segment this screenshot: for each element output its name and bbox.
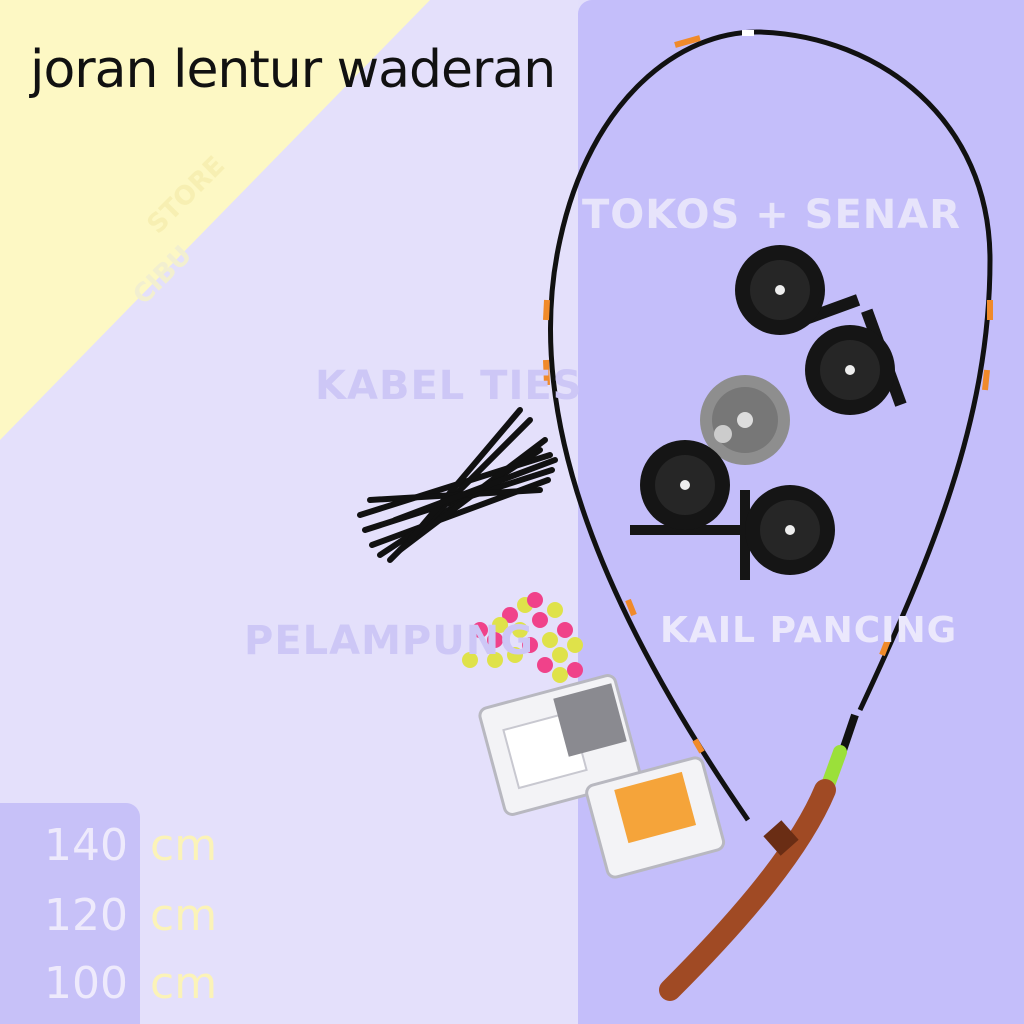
label-kail: KAIL PANCING <box>660 610 958 651</box>
page-title: joran lentur waderan <box>30 40 556 100</box>
label-tokos: TOKOS + SENAR <box>582 192 962 238</box>
fishing-rod <box>543 29 993 822</box>
size-value: 100 <box>44 958 128 1009</box>
rod-handle <box>659 713 859 1001</box>
cable-ties <box>357 407 558 563</box>
floats-pile <box>462 592 583 683</box>
size-value: 140 <box>44 820 128 871</box>
reel-group <box>630 245 907 580</box>
label-pelampung: PELAMPUNG <box>244 618 534 664</box>
size-panel <box>0 803 140 1024</box>
hook-boxes <box>478 674 726 879</box>
label-kabel: KABEL TIES <box>315 363 583 409</box>
size-unit: cm <box>150 820 218 871</box>
size-value: 120 <box>44 890 128 941</box>
size-unit: cm <box>150 890 218 941</box>
size-unit: cm <box>150 958 218 1009</box>
